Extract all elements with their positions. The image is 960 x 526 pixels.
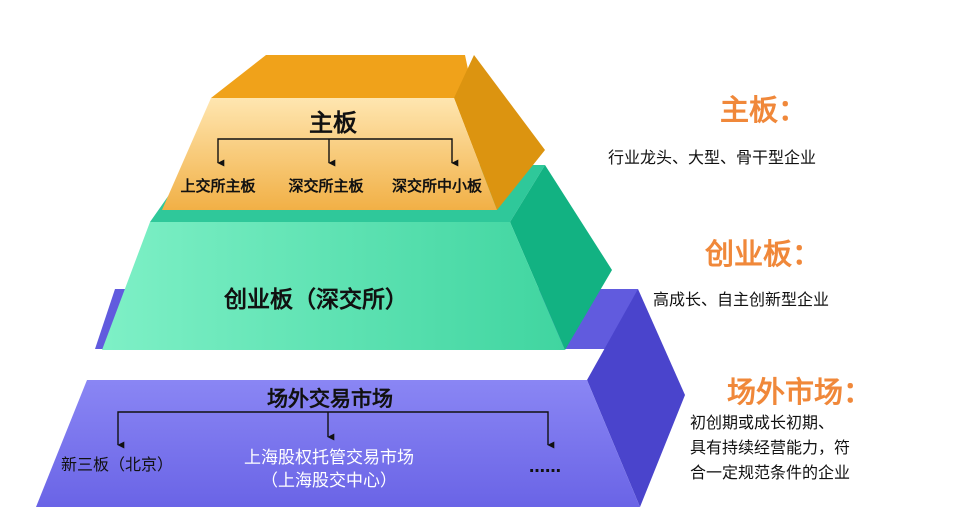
side-desc-otc: 具有持续经营能力，符	[690, 438, 851, 457]
side-title-otc: 场外市场：	[727, 375, 873, 409]
tier-growth-side	[510, 165, 612, 350]
side-title-main: 主板：	[720, 93, 808, 127]
tier-main-title: 主板	[309, 109, 358, 137]
tier-otc-item: 新三板（北京）	[61, 455, 173, 474]
tier-otc-side	[587, 289, 685, 507]
tier-main-top	[211, 55, 474, 98]
side-desc-growth: 高成长、自主创新型企业	[653, 290, 830, 309]
tier-main-bracket	[217, 138, 459, 167]
tier-growth-title: 创业板（深交所）	[223, 286, 408, 313]
tier-main-side	[454, 55, 545, 210]
tier-main-item: 深交所中小板	[392, 177, 483, 195]
tier-otc-item: （上海股交中心）	[261, 471, 397, 491]
tier-otc-bracket	[117, 411, 555, 449]
side-desc-main: 行业龙头、大型、骨干型企业	[608, 148, 817, 167]
tier-main-item: 上交所主板	[180, 177, 256, 195]
tier-growth-front	[102, 222, 565, 350]
tier-main-item: 深交所主板	[288, 177, 364, 195]
tier-main	[162, 55, 545, 210]
side-title-growth: 创业板：	[705, 237, 822, 271]
side-desc-otc: 初创期或成长初期、	[690, 413, 835, 432]
side-desc-otc: 合一定规范条件的企业	[690, 463, 851, 482]
tier-otc-title: 场外交易市场	[267, 387, 393, 411]
tier-otc-item: 上海股权托管交易市场	[244, 448, 414, 468]
tier-otc-item: ……	[529, 457, 561, 476]
